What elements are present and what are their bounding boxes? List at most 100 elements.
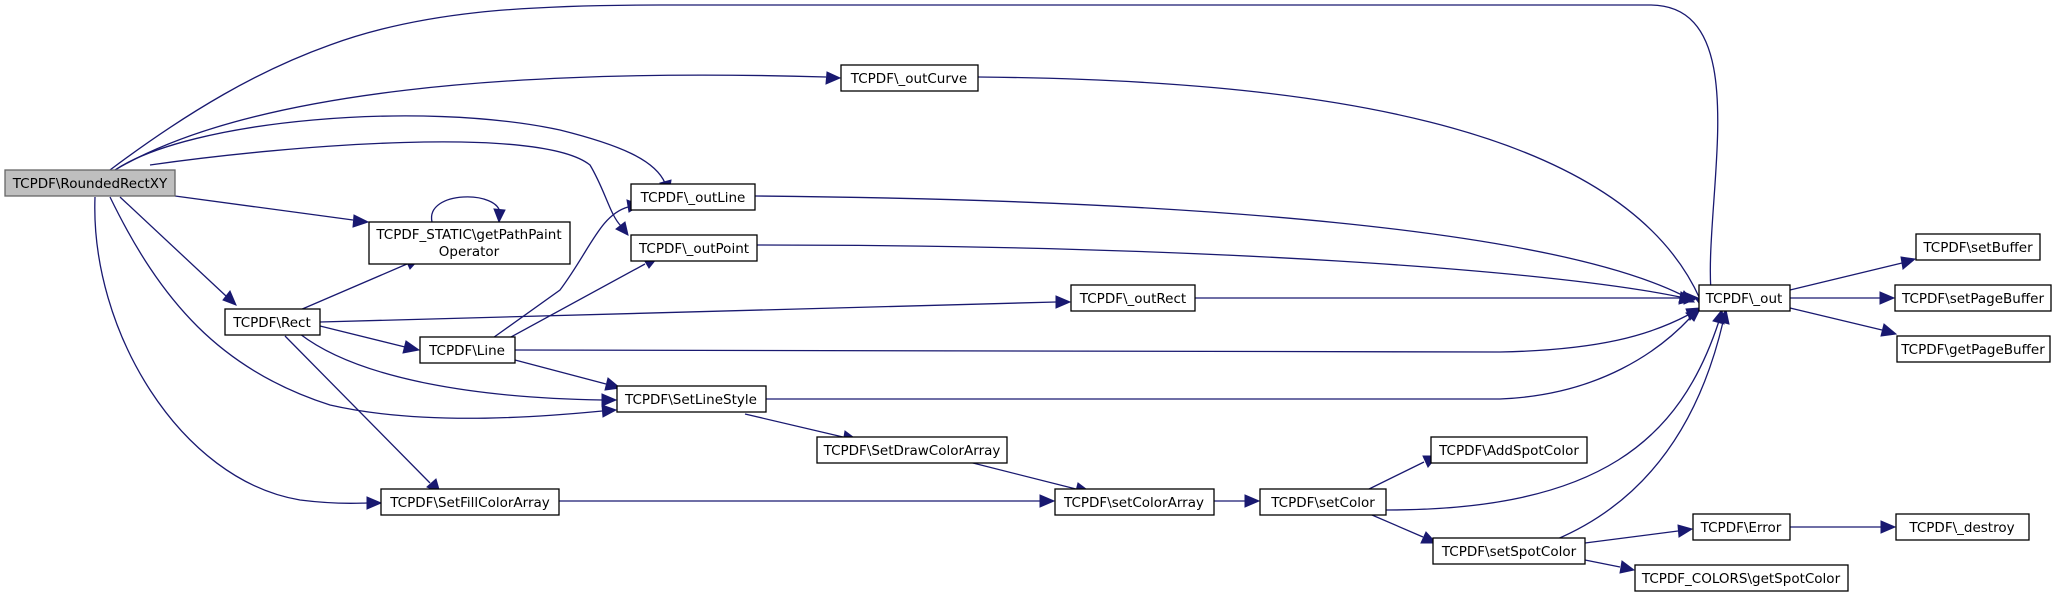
node-add-spot-color[interactable]: TCPDF\AddSpotColor [1430,436,1588,464]
node-label: TCPDF\AddSpotColor [1438,443,1579,459]
edge-setcolor-out [1385,320,1720,511]
node-set-draw-color-array[interactable]: TCPDF\SetDrawColorArray [816,436,1008,464]
edge-roundedrectxy-setfillcolorarray [94,196,368,505]
node-label: TCPDF\Rect [232,315,311,331]
node-out-rect[interactable]: TCPDF\_outRect [1070,284,1196,312]
node-set-fill-color-array[interactable]: TCPDF\SetFillColorArray [380,488,560,516]
arrowhead [1880,520,1897,534]
node-error[interactable]: TCPDF\Error [1692,513,1791,541]
node-rect[interactable]: TCPDF\Rect [224,308,321,336]
node-label: TCPDF\SetDrawColorArray [823,443,1001,459]
edge-rect-setfillcolorarray [284,335,431,484]
arrowhead [1619,560,1636,574]
node-label: TCPDF\_outPoint [638,241,749,257]
arrowhead [601,393,618,407]
arrowhead [1420,531,1438,544]
arrowhead [1717,308,1730,325]
arrowhead [1900,256,1917,270]
node-destroy[interactable]: TCPDF\_destroy [1895,513,2030,541]
node-label: TCPDF\Error [1700,520,1782,536]
node-label: TCPDF\_out [1705,291,1783,307]
arrowhead [1685,308,1701,322]
node-label: TCPDF\setPageBuffer [1901,291,2044,307]
node-label: TCPDF\_outRect [1079,291,1186,307]
edge-setcolor-addspotcolor [1364,461,1425,492]
node-out[interactable]: TCPDF\_out [1698,284,1791,312]
edge-line-setlinestyle [514,359,607,385]
node-out-line[interactable]: TCPDF\_outLine [630,183,756,211]
node-label: TCPDF_COLORS\getSpotColor [1641,571,1841,587]
edge-line-out [514,314,1689,353]
node-set-color[interactable]: TCPDF\setColor [1259,488,1387,516]
nodes: TCPDF\RoundedRectXY TCPDF\_outCurve TCPD… [4,64,2052,592]
edge-line-outline [489,206,629,341]
edge-setdrawcolorarray-setcolorarray [964,460,1077,490]
node-set-buffer[interactable]: TCPDF\setBuffer [1915,233,2041,261]
node-label: TCPDF\Line [428,343,505,359]
edge-rect-setlinestyle [299,333,603,401]
node-label: Operator [439,244,500,260]
edge-rect-outrect [319,301,1057,323]
edge-outcurve-out [977,76,1701,300]
arrowhead [352,214,370,228]
edge-line-outpoint [499,263,646,344]
node-label: TCPDF\_outLine [640,190,746,206]
node-label: TCPDF\getPageBuffer [1900,342,2045,358]
edge-roundedrectxy-getpathpaint [174,195,354,221]
arrowhead [615,221,629,236]
node-set-spot-color[interactable]: TCPDF\setSpotColor [1432,537,1586,565]
edge-setlinestyle-out [766,317,1691,400]
edge-roundedrectxy-outpoint [149,141,622,227]
arrowhead [604,377,622,391]
arrowhead [366,496,383,510]
node-label: TCPDF\setColor [1270,495,1375,511]
edge-setspotcolor-getspotcolor [1584,559,1621,568]
edge-setlinestyle-setdrawcolorarray [744,413,844,438]
arrowhead [1677,524,1694,538]
node-set-color-array[interactable]: TCPDF\setColorArray [1054,488,1215,516]
edge-outpoint-out [756,244,1681,298]
edge-roundedrectxy-outcurve [114,74,827,171]
arrowhead [493,208,506,224]
node-rounded-rect-xy[interactable]: TCPDF\RoundedRectXY [4,169,176,197]
edge-roundedrectxy-out [109,4,1719,303]
edge-getpathpaint-self [431,196,501,223]
arrowhead [222,290,237,306]
edge-rect-line [319,325,406,348]
node-get-path-paint-operator[interactable]: TCPDF_STATIC\getPathPaint Operator [368,221,571,265]
edge-rect-getpathpaint [299,263,408,311]
node-set-line-style[interactable]: TCPDF\SetLineStyle [616,385,767,413]
node-set-page-buffer[interactable]: TCPDF\setPageBuffer [1894,284,2052,312]
node-label: TCPDF\RoundedRectXY [12,176,168,192]
edge-roundedrectxy-setlinestyle [109,196,603,419]
edge-out-setbuffer [1789,262,1903,291]
node-label: TCPDF\SetLineStyle [624,392,757,408]
arrowhead [1055,295,1072,309]
node-label: TCPDF\setSpotColor [1441,544,1577,560]
node-label: TCPDF\_destroy [1908,520,2014,536]
node-out-curve[interactable]: TCPDF\_outCurve [840,64,979,92]
arrowhead [825,71,842,85]
arrowhead [1683,291,1700,305]
node-label: TCPDF\_outCurve [850,71,967,87]
edge-setspotcolor-error [1584,530,1679,544]
node-get-page-buffer[interactable]: TCPDF\getPageBuffer [1896,335,2051,363]
node-colors-get-spot-color[interactable]: TCPDF_COLORS\getSpotColor [1634,564,1849,592]
arrowhead [1039,494,1056,508]
edge-outline-out [754,195,1683,296]
node-label: TCPDF\setColorArray [1063,495,1204,511]
arrowhead [402,340,421,354]
edge-setcolor-setspotcolor [1364,511,1424,538]
edge-roundedrectxy-outline [114,115,666,184]
edge-roundedrectxy-rect [119,196,227,297]
edge-out-getpagebuffer [1789,307,1883,331]
arrowhead [601,404,618,418]
arrowhead [1880,323,1898,337]
node-label: TCPDF\SetFillColorArray [389,495,550,511]
node-label: TCPDF\setBuffer [1922,240,2033,256]
node-label: TCPDF_STATIC\getPathPaint [375,227,561,243]
edges [94,4,1917,574]
node-line[interactable]: TCPDF\Line [419,336,516,364]
node-out-point[interactable]: TCPDF\_outPoint [630,234,758,262]
